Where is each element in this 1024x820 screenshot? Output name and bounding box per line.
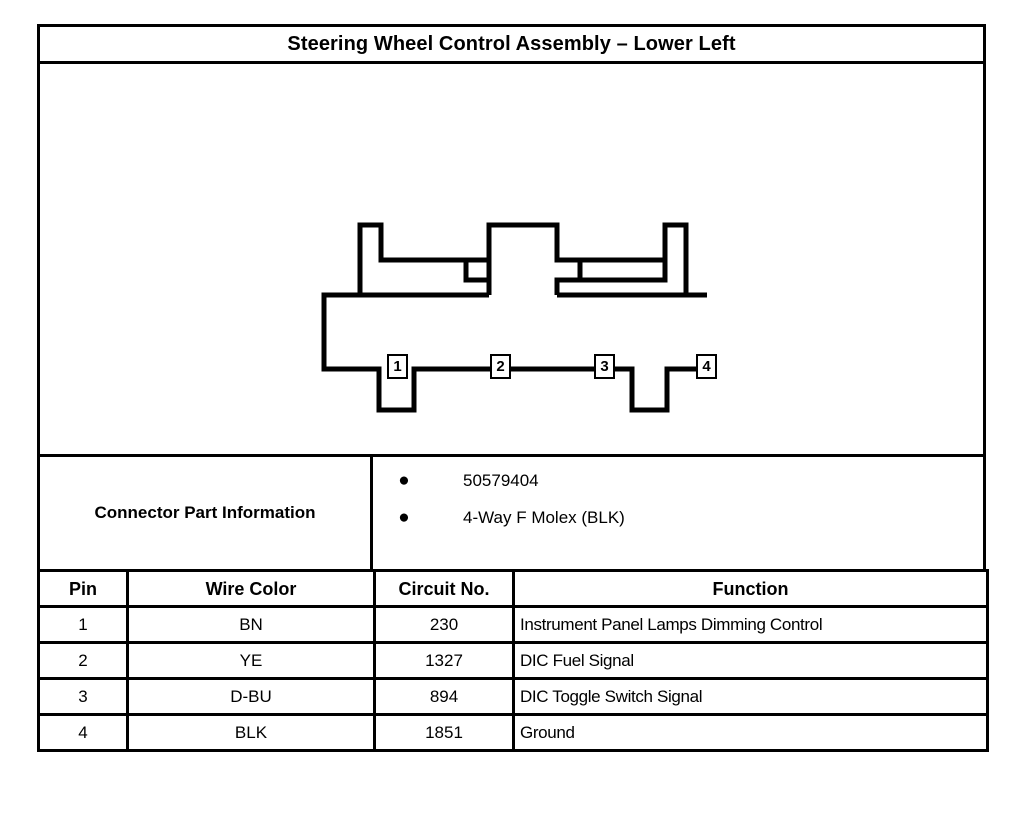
part-description: 4-Way F Molex (BLK) [463,508,625,527]
cell-circuit-no: 1851 [373,713,515,752]
cell-circuit-no: 230 [373,605,515,644]
part-number: 50579404 [463,471,539,490]
pin-marker-label: 4 [702,358,711,375]
pin-marker-3: 3 [594,354,615,379]
cell-pin: 2 [37,641,129,680]
column-header-circuit-no: Circuit No. [373,569,515,608]
table-row: 3 D-BU 894 DIC Toggle Switch Signal [37,677,989,716]
cell-function: DIC Fuel Signal [512,641,989,680]
cell-wire-color: BLK [126,713,376,752]
cell-wire-color: BN [126,605,376,644]
pin-marker-1: 1 [387,354,408,379]
list-item: ● 50579404 [373,471,983,508]
bullet-icon: ● [398,470,410,491]
column-header-pin: Pin [37,569,129,608]
table-row: 1 BN 230 Instrument Panel Lamps Dimming … [37,605,989,644]
page-title: Steering Wheel Control Assembly – Lower … [287,32,736,55]
connector-outline-icon [321,222,707,413]
pin-marker-label: 1 [393,358,402,375]
pin-marker-label: 3 [600,358,609,375]
pin-marker-4: 4 [696,354,717,379]
part-info-list: ● 50579404 ● 4-Way F Molex (BLK) [373,457,983,569]
table-row: 2 YE 1327 DIC Fuel Signal [37,641,989,680]
cell-function: Instrument Panel Lamps Dimming Control [512,605,989,644]
table-row: 4 BLK 1851 Ground [37,713,989,752]
cell-pin: 4 [37,713,129,752]
column-header-wire-color: Wire Color [126,569,376,608]
cell-function: Ground [512,713,989,752]
pin-assignment-table: Pin Wire Color Circuit No. Function 1 BN… [37,569,989,752]
cell-function: DIC Toggle Switch Signal [512,677,989,716]
table-header-row: Pin Wire Color Circuit No. Function [37,569,989,608]
connector-part-information: Connector Part Information ● 50579404 ● … [37,454,986,572]
pin-marker-2: 2 [490,354,511,379]
cell-wire-color: D-BU [126,677,376,716]
cell-pin: 1 [37,605,129,644]
cell-pin: 3 [37,677,129,716]
column-header-function: Function [512,569,989,608]
part-info-label: Connector Part Information [40,457,373,569]
bullet-icon: ● [398,507,410,528]
cell-wire-color: YE [126,641,376,680]
pin-marker-label: 2 [496,358,505,375]
cell-circuit-no: 1327 [373,641,515,680]
title-bar: Steering Wheel Control Assembly – Lower … [37,24,986,64]
connector-sheet: Steering Wheel Control Assembly – Lower … [37,24,989,780]
connector-diagram-panel: 1 2 3 4 [37,61,986,457]
cell-circuit-no: 894 [373,677,515,716]
list-item: ● 4-Way F Molex (BLK) [373,508,983,545]
